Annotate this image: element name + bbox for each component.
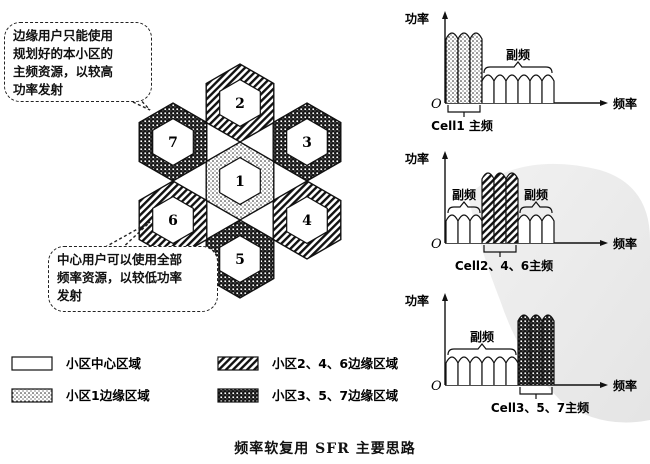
sub-band-subcarrier — [469, 356, 483, 385]
sub-band-label: 副频 — [506, 47, 530, 62]
cell-1-center-area — [219, 156, 261, 206]
origin-label: O — [431, 379, 442, 394]
cell-2: 2 — [205, 63, 275, 143]
cell-1-number: 1 — [235, 174, 245, 190]
cell-6-center-area — [152, 195, 194, 245]
legend-swatch — [217, 356, 259, 371]
frequency-axis-arrow — [600, 382, 608, 388]
cell-3-center-area — [286, 117, 328, 167]
cell-4-center-area — [286, 195, 328, 245]
sub-band-subcarrier — [445, 214, 459, 243]
main-band-subcarrier — [457, 32, 471, 103]
power-axis-arrow — [442, 151, 448, 159]
sub-band-brace — [483, 61, 553, 74]
power-axis-arrow — [442, 11, 448, 19]
main-band-subcarrier — [505, 172, 519, 243]
main-band-subcarrier — [517, 314, 531, 385]
main-band-subcarrier — [445, 32, 459, 103]
cell-2-number: 2 — [235, 96, 245, 112]
legend-label: 小区1边缘区域 — [65, 388, 150, 403]
sub-band-subcarrier — [529, 214, 543, 243]
legend-item-3: 小区1边缘区域 — [11, 388, 150, 403]
power-axis-label: 功率 — [405, 293, 429, 308]
sub-band-subcarrier — [481, 356, 495, 385]
legend-label: 小区3、5、7边缘区域 — [271, 388, 399, 403]
legend-swatch — [11, 356, 53, 371]
sub-band-label: 副频 — [524, 187, 548, 202]
cell-5-number: 5 — [235, 252, 245, 268]
origin-label: O — [431, 97, 442, 112]
callout-pointers — [99, 94, 151, 253]
cell-4: 4 — [272, 180, 342, 260]
center-users-callout: 中心用户可以使用全部 频率资源，以较低功率 发射 — [48, 246, 218, 312]
legend-item-1: 小区中心区域 — [11, 356, 142, 371]
frequency-axis-label: 频率 — [613, 96, 637, 111]
sub-band-brace — [447, 343, 517, 356]
main-band-subcarrier — [541, 314, 555, 385]
main-band-subcarrier — [529, 314, 543, 385]
main-band-subcarrier — [493, 172, 507, 243]
legend-swatch — [11, 388, 53, 403]
legend-item-2: 小区2、4、6边缘区域 — [217, 356, 399, 371]
sub-band-label: 副频 — [452, 187, 476, 202]
sub-band-subcarrier — [505, 356, 519, 385]
cell-7-number: 7 — [168, 135, 178, 151]
power-axis-label: 功率 — [405, 151, 429, 166]
cell-6: 6 — [138, 180, 208, 260]
sub-band-brace — [447, 201, 481, 214]
cell-7: 7 — [138, 102, 208, 182]
legend-label: 小区中心区域 — [65, 356, 142, 371]
legend-item-4: 小区3、5、7边缘区域 — [217, 388, 399, 403]
cell-6-number: 6 — [168, 213, 178, 229]
main-band-label: Cell3、5、7主频 — [491, 400, 589, 415]
legend-swatch — [217, 388, 259, 403]
hexagonal-cell-layout: 1 2 3 4 5 6 7 — [138, 63, 342, 299]
cell-4-number: 4 — [302, 213, 312, 229]
power-axis-arrow — [442, 293, 448, 301]
spectrum-plots: 功率频率O副频Cell1 主频功率频率O副频副频Cell2、4、6主频功率频率O… — [405, 11, 637, 415]
figure-caption: 频率软复用 SFR 主要思路 — [234, 441, 416, 457]
cell-7-center-area — [152, 117, 194, 167]
sub-band-subcarrier — [529, 74, 543, 103]
origin-label: O — [431, 237, 442, 252]
main-band-label: Cell1 主频 — [431, 118, 493, 133]
cell-3-number: 3 — [302, 135, 312, 151]
frequency-axis-arrow — [600, 240, 608, 246]
edge-users-callout: 边缘用户只能使用 规划好的本小区的 主频资源，以较高 功率发射 — [4, 22, 152, 102]
main-band-bracket — [447, 105, 481, 113]
sub-band-subcarrier — [469, 214, 483, 243]
sub-band-subcarrier — [541, 74, 555, 103]
cell-2-center-area — [219, 78, 261, 128]
sub-band-subcarrier — [505, 74, 519, 103]
cell-5-center-area — [219, 234, 261, 284]
legend-label: 小区2、4、6边缘区域 — [271, 356, 399, 371]
sub-band-subcarrier — [457, 356, 471, 385]
sub-band-subcarrier — [517, 74, 531, 103]
cell-1: 1 — [205, 141, 275, 221]
main-band-label: Cell2、4、6主频 — [455, 258, 553, 273]
sub-band-subcarrier — [445, 356, 459, 385]
frequency-axis-label: 频率 — [613, 236, 637, 251]
sub-band-brace — [519, 201, 553, 214]
sub-band-subcarrier — [481, 74, 495, 103]
sub-band-label: 副频 — [470, 329, 494, 344]
sub-band-subcarrier — [541, 214, 555, 243]
sub-band-subcarrier — [457, 214, 471, 243]
cell-3: 3 — [272, 102, 342, 182]
main-band-subcarrier — [469, 32, 483, 103]
frequency-axis-arrow — [600, 100, 608, 106]
frequency-axis-label: 频率 — [613, 378, 637, 393]
main-band-bracket — [519, 387, 553, 395]
sub-band-subcarrier — [493, 74, 507, 103]
sub-band-subcarrier — [493, 356, 507, 385]
sub-band-subcarrier — [517, 214, 531, 243]
power-axis-label: 功率 — [405, 11, 429, 26]
main-band-subcarrier — [481, 172, 495, 243]
